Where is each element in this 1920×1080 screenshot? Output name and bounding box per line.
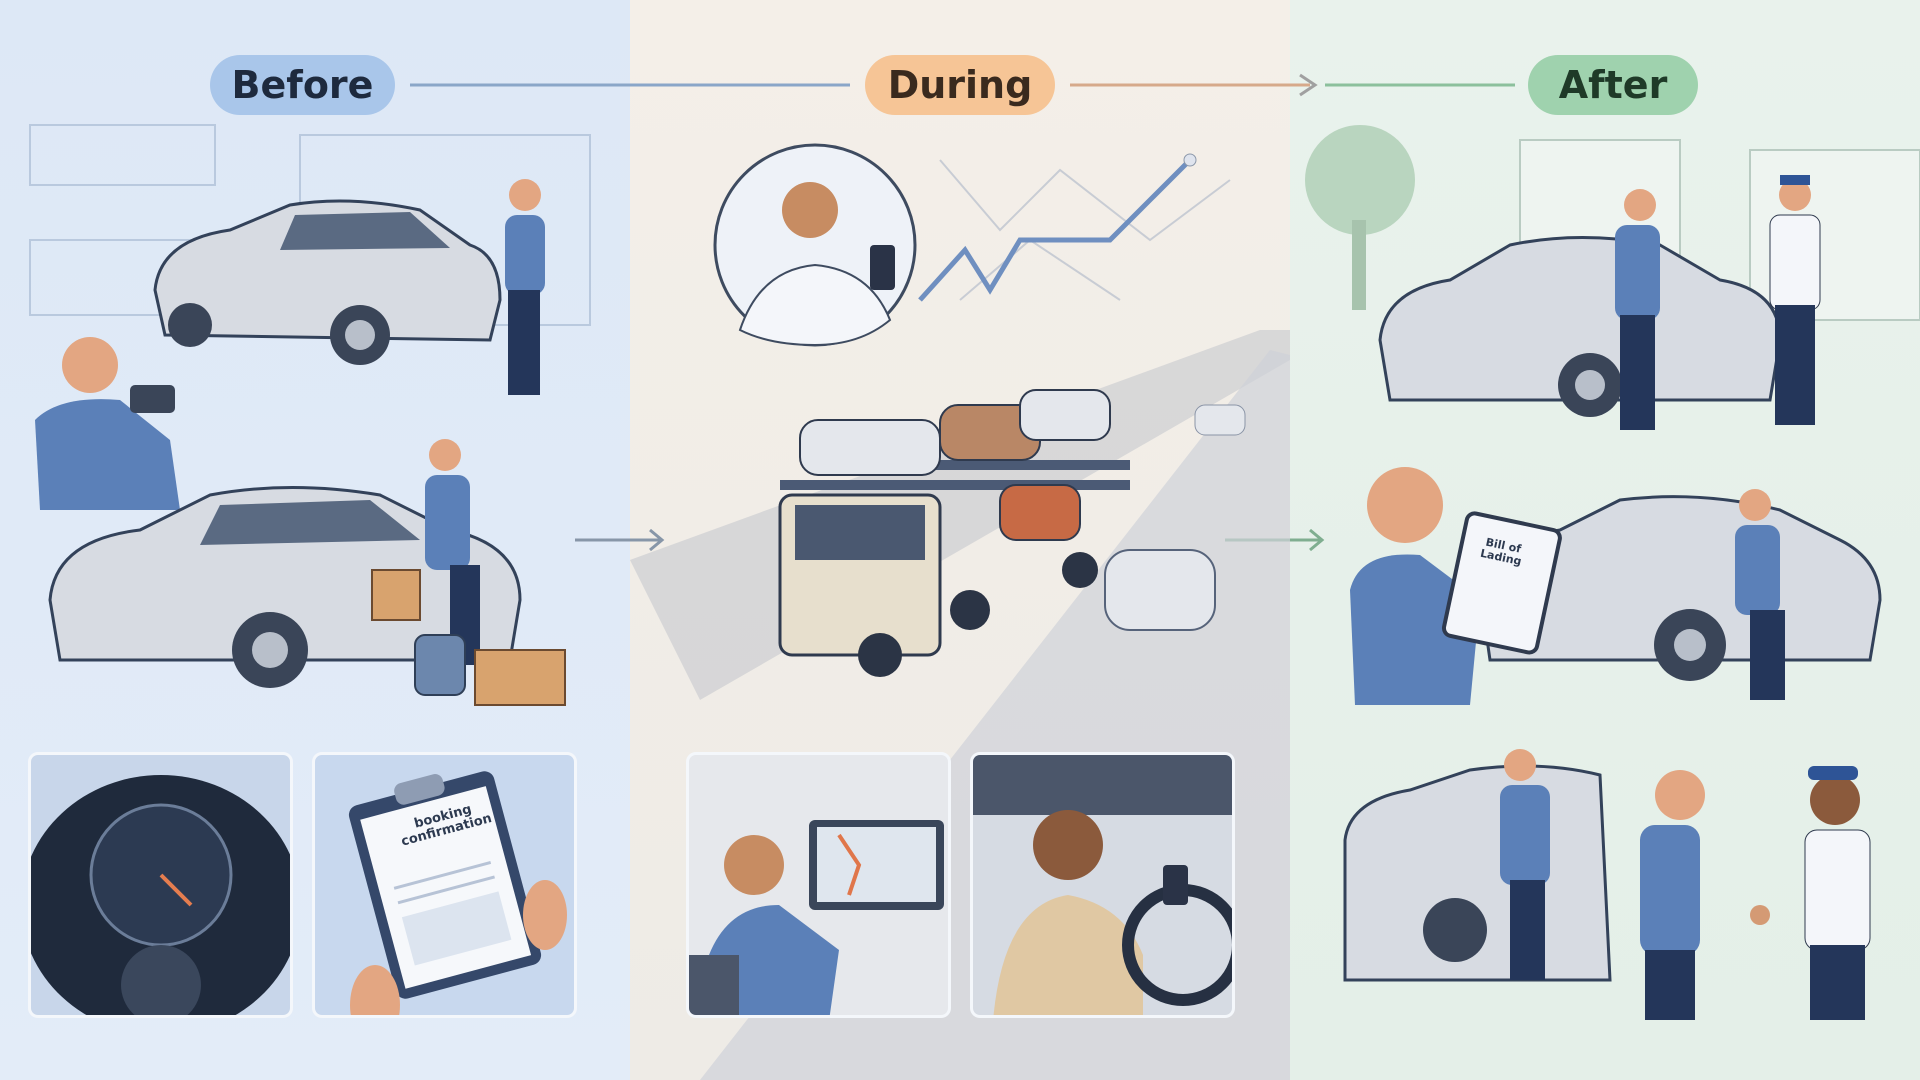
car-carrier-truck	[778, 389, 1130, 677]
booking-tile: booking confirmation	[312, 752, 577, 1018]
car-illustration	[1104, 404, 1246, 631]
driver-with-cap	[1769, 175, 1821, 425]
destination-marker	[1183, 153, 1197, 167]
person-illustration	[505, 179, 545, 395]
route-line	[918, 158, 1192, 302]
handshake-scene	[1640, 766, 1871, 1020]
dashboard-tile	[28, 752, 293, 1018]
arrow-icon	[575, 528, 665, 552]
person-inspecting	[1735, 489, 1785, 700]
driver-tile	[970, 752, 1235, 1018]
stage-label-after: After	[1528, 55, 1698, 115]
car-illustration	[153, 199, 502, 365]
car-illustration	[1343, 764, 1612, 982]
tree-illustration	[1305, 125, 1415, 310]
tablet-document	[1441, 511, 1562, 655]
dispatcher-bubble	[713, 143, 917, 347]
stage-label-during: During	[865, 55, 1055, 115]
arrow-icon	[1299, 73, 1318, 97]
person-customer	[1615, 189, 1660, 430]
luggage	[371, 569, 566, 706]
stage-label-before: Before	[210, 55, 395, 115]
car-illustration	[1378, 236, 1782, 417]
dispatcher-tile	[686, 752, 951, 1018]
person-illustration	[1500, 749, 1550, 980]
person-holding-tablet	[1350, 467, 1480, 705]
person-photographing	[35, 337, 180, 510]
